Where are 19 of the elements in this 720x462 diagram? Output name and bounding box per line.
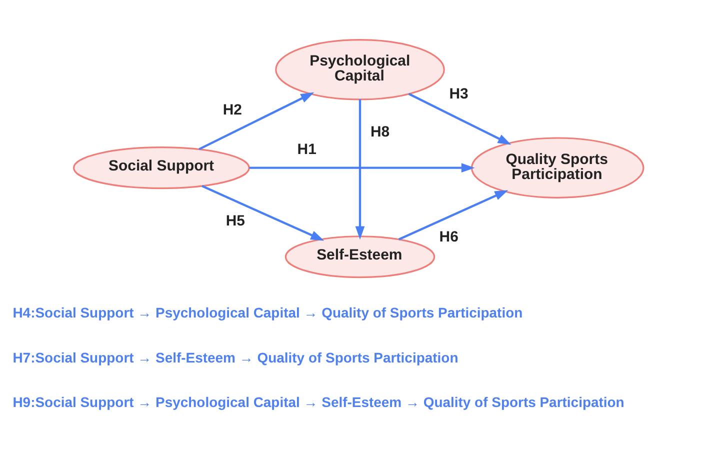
arrow <box>249 163 475 173</box>
arrow <box>202 185 324 241</box>
node-ellipse: Psychological Capital <box>275 39 445 100</box>
label: H4:Social Support → Psychological Capital → Quality of Sports Participation <box>12 304 523 320</box>
node-ellipse: Social Support <box>72 146 250 190</box>
edge-label: H3 <box>449 86 468 103</box>
edge-label: H8 <box>370 123 390 140</box>
edge-label: H6 <box>439 228 458 246</box>
arrow <box>398 190 508 240</box>
arrow <box>355 99 365 240</box>
node-ellipse: Quality Sports Participation <box>470 137 644 198</box>
arrow <box>198 92 314 150</box>
arrow <box>408 92 512 145</box>
edge-label: H1 <box>297 140 316 158</box>
label: H7:Social Support → Self-Esteem → Quality of Sports Participation <box>12 349 458 366</box>
edge-label: H2 <box>222 101 242 118</box>
edge-label: H5 <box>226 212 246 230</box>
node-ellipse: Self-Esteem <box>284 236 436 278</box>
label: H9:Social Support → Psychological Capital → Self-Esteem → Quality of Sports Participation <box>12 394 624 410</box>
